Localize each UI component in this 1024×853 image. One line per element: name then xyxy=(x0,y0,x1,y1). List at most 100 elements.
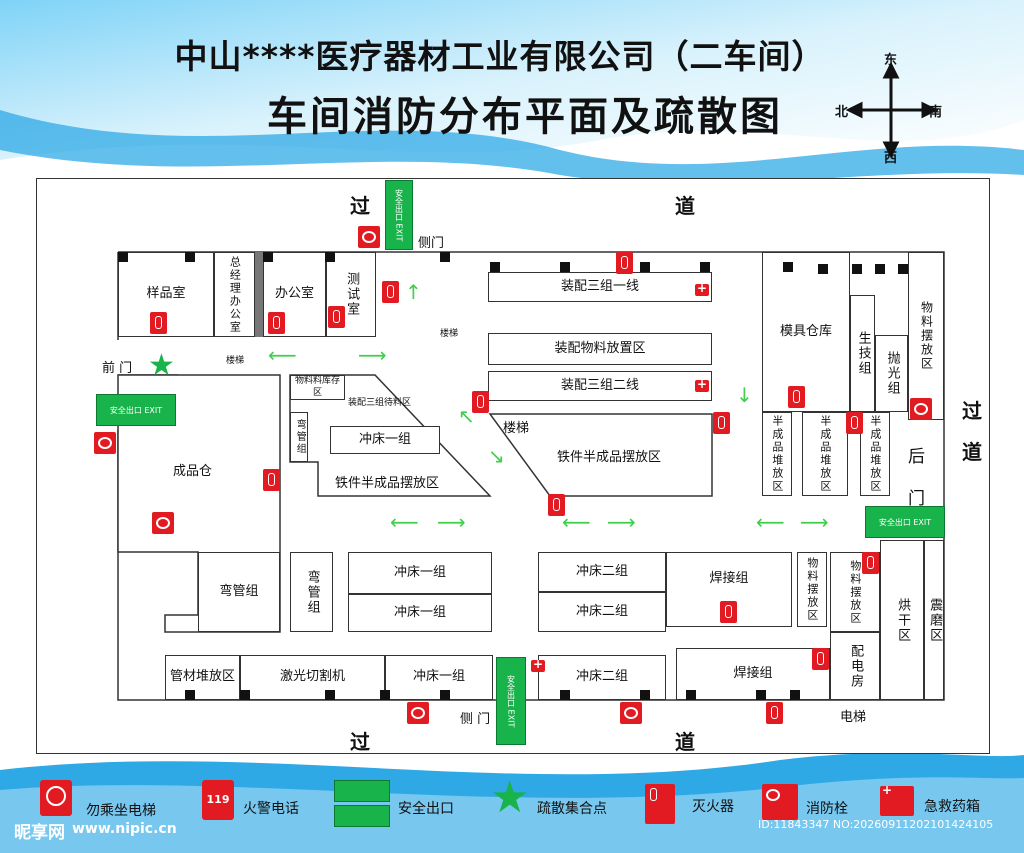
room-label: 烘干区 xyxy=(895,597,911,643)
column xyxy=(560,262,570,272)
compass-north: 北 xyxy=(835,105,849,120)
column xyxy=(185,690,195,700)
fire-hydrant-icon xyxy=(910,398,932,420)
compass-west: 西 xyxy=(884,151,898,166)
room-label: 冲床一组 xyxy=(412,669,465,685)
room-sample: 样品室 xyxy=(118,252,214,337)
fire-hydrant-icon xyxy=(94,432,116,454)
column xyxy=(756,690,766,700)
column xyxy=(640,262,650,272)
column xyxy=(325,252,335,262)
road-label: 过 xyxy=(962,399,982,423)
fire-extinguisher-icon xyxy=(268,312,285,334)
column xyxy=(380,690,390,700)
watermark-brand: 昵享网 xyxy=(14,823,65,843)
side-door-top: 侧门 xyxy=(418,236,445,251)
fire-hydrant-icon xyxy=(152,512,174,534)
room-label: 震磨区 xyxy=(927,597,943,643)
fire-extinguisher-icon xyxy=(720,601,737,623)
room-label: 弯管组 xyxy=(294,419,306,455)
column xyxy=(440,252,450,262)
column xyxy=(640,690,650,700)
room-label: 冲床二组 xyxy=(575,603,628,619)
exit-sign-text: 安全出口 EXIT xyxy=(506,674,516,728)
column xyxy=(898,264,908,274)
stairs-mid: 楼梯 xyxy=(503,421,530,436)
fire-extinguisher-icon xyxy=(472,391,489,413)
room-material-c: 物料摆放区 xyxy=(830,552,880,632)
evacuation-arrow-left-icon: ⟵ xyxy=(756,510,785,534)
room-finished: 成品仓 xyxy=(173,464,213,479)
compass-arrows-icon xyxy=(845,61,939,159)
legend-hydrant-text: 消防栓 xyxy=(806,801,848,817)
room-label: 物料摆放区 xyxy=(919,301,934,371)
fire-extinguisher-icon xyxy=(616,252,633,274)
exit-sign-icon xyxy=(334,780,390,802)
stairs-mid-left: 楼梯 xyxy=(226,356,245,366)
fire-hydrant-icon xyxy=(358,226,380,248)
room-bend-a: 弯管组 xyxy=(198,552,280,632)
room-dry: 烘干区 xyxy=(880,540,924,700)
legend-no-elevator xyxy=(40,780,74,830)
room-welding-b: 焊接组 xyxy=(676,648,830,700)
fire-extinguisher-icon xyxy=(846,412,863,434)
room-label: 焊接组 xyxy=(733,665,773,681)
room-label: 焊接组 xyxy=(709,571,749,587)
room-gm-office: 总经理办公室 xyxy=(214,252,255,337)
legend-first-aid-text: 急救药箱 xyxy=(924,799,980,815)
column xyxy=(790,690,800,700)
room-punch1-a: 冲床一组 xyxy=(330,426,440,454)
column xyxy=(700,262,710,272)
room-punch1-b: 冲床一组 xyxy=(348,552,492,594)
road-label: 道 xyxy=(962,440,982,464)
column xyxy=(325,690,335,700)
room-pipe: 管材堆放区 xyxy=(165,655,240,700)
room-label: 装配三组二线 xyxy=(560,377,639,393)
room-punch2-a: 冲床二组 xyxy=(538,552,666,592)
column xyxy=(560,690,570,700)
evacuation-arrow-left-icon: ⟵ xyxy=(390,510,419,534)
road-label: 过 xyxy=(350,730,370,754)
column xyxy=(686,690,696,700)
room-punch2-b: 冲床二组 xyxy=(538,592,666,632)
map-title: 车间消防分布平面及疏散图 xyxy=(267,94,783,140)
room-label: 装配三组一线 xyxy=(560,278,639,294)
fire-extinguisher-icon xyxy=(548,494,565,516)
room-material-right: 物料摆放区 xyxy=(908,252,944,420)
exit-sign-text: 安全出口 EXIT xyxy=(394,188,404,242)
column xyxy=(490,262,500,272)
room-label: 冲床一组 xyxy=(393,564,446,580)
room-material-place: 装配物料放置区 xyxy=(488,333,712,365)
evacuation-arrow-right-icon: ⟶ xyxy=(607,510,636,534)
room-iron-semi-left: 铁件半成品摆放区 xyxy=(335,476,440,491)
room-label: 物料摆放区 xyxy=(848,559,862,625)
column xyxy=(240,690,250,700)
fire-hydrant-icon xyxy=(407,702,429,724)
room-material-storage: 物料料库存区 xyxy=(290,375,345,400)
side-door-bottom: 侧 门 xyxy=(460,712,491,727)
room-punch1-d: 冲床一组 xyxy=(385,655,493,700)
evacuation-arrow-down-icon: ↓ xyxy=(736,383,753,407)
assembly-point-legend-icon: ★ xyxy=(490,772,530,823)
legend-assembly-point-text: 疏散集合点 xyxy=(537,801,607,817)
fire-hydrant-legend-icon xyxy=(762,784,798,820)
room-label: 抛光组 xyxy=(884,351,900,396)
room-label: 冲床二组 xyxy=(575,563,628,579)
fire-extinguisher-icon xyxy=(766,702,783,724)
watermark-url: www.nipic.cn xyxy=(72,821,177,837)
evacuation-arrow-diag-icon: ↖ xyxy=(458,404,475,428)
column xyxy=(852,264,862,274)
elevator-label: 电梯 xyxy=(840,710,867,725)
assembly-point-star-icon: ★ xyxy=(148,348,175,383)
room-label: 半成品堆放区 xyxy=(770,415,784,493)
room-label: 半成品堆放区 xyxy=(868,415,882,493)
evacuation-arrow-left-icon: ⟵ xyxy=(268,343,297,367)
room-iron-semi-mid: 铁件半成品摆放区 xyxy=(557,450,662,465)
room-label: 样品室 xyxy=(146,286,186,302)
watermark-id: ID:11843347 NO:20260911202101424105 xyxy=(758,818,994,831)
room-label: 冲床一组 xyxy=(358,431,411,447)
evacuation-arrow-right-icon: ⟶ xyxy=(800,510,829,534)
stairs-top: 楼梯 xyxy=(440,329,459,339)
legend-safe-exit-text: 安全出口 xyxy=(398,801,454,817)
road-label: 道 xyxy=(675,194,695,218)
